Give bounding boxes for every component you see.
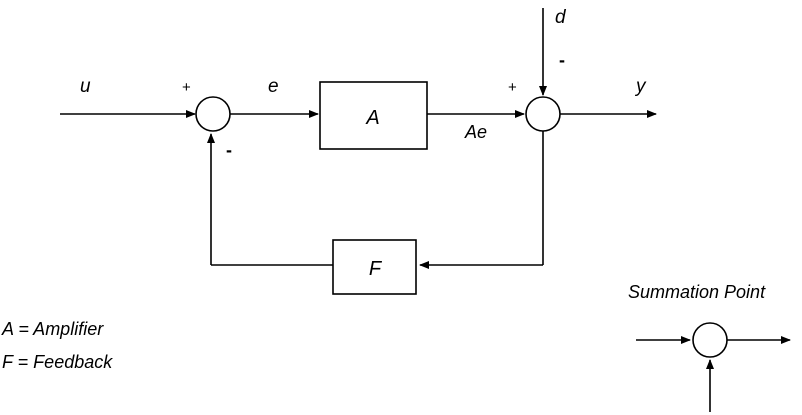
sum1-minus-sign: -	[226, 140, 232, 160]
summation-point-1	[195, 96, 231, 132]
input-signal-label: u	[80, 76, 91, 97]
amplifier-block	[319, 81, 428, 150]
amplifier-block-label: A	[365, 107, 379, 129]
legend-feedback: F = Feedback	[2, 352, 113, 372]
sum2-minus-sign: -	[559, 50, 565, 70]
sum1-plus-sign: +	[182, 79, 191, 96]
legend-amplifier: A = Amplifier	[1, 319, 104, 339]
amplified-signal-label: Ae	[464, 122, 487, 142]
disturbance-signal-label: d	[555, 7, 567, 28]
sum2-plus-sign: +	[508, 79, 517, 96]
summation-point-2	[525, 96, 561, 132]
error-signal-label: e	[268, 76, 279, 97]
feedback-block-label: F	[369, 258, 383, 280]
feedback-block	[332, 239, 417, 295]
summation-example-title: Summation Point	[628, 282, 766, 302]
summation-example-circle	[692, 322, 728, 358]
output-signal-label: y	[634, 76, 647, 97]
